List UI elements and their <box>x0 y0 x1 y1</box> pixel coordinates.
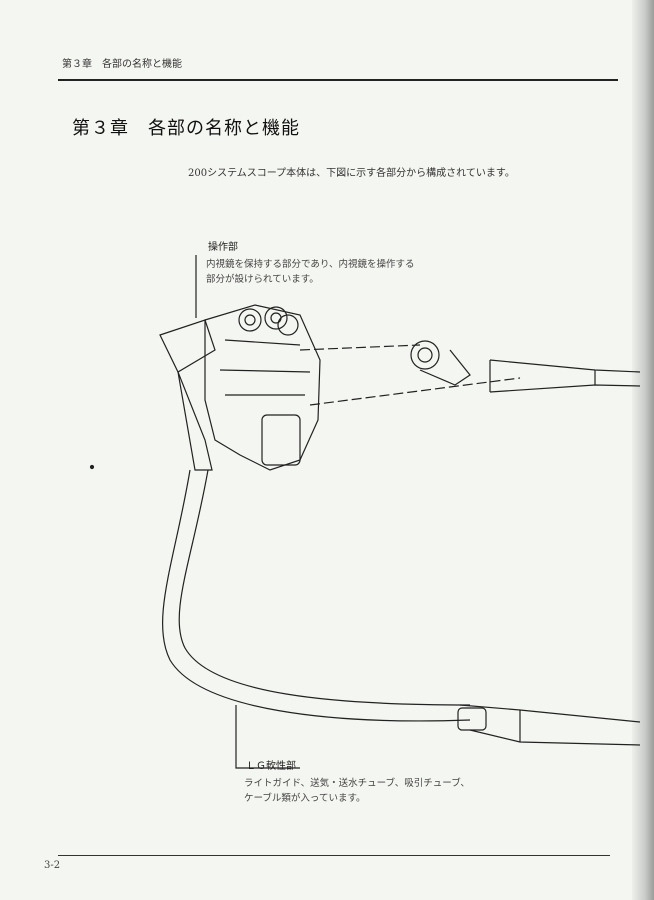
desc-line: 部分が設けられています。 <box>206 274 319 285</box>
desc-line: ケーブル類が入っています。 <box>244 793 366 804</box>
intro-text: 200システムスコープ本体は、下図に示す各部分から構成されています。 <box>188 168 515 179</box>
page-number: 3-2 <box>44 860 61 871</box>
desc-line: 内視鏡を保持する部分であり、内視鏡を操作する <box>206 259 415 270</box>
callout-desc-control-section: 内視鏡を保持する部分であり、内視鏡を操作する 部分が設けられています。 <box>206 257 415 287</box>
footer-rule <box>58 855 610 856</box>
chapter-title: 第３章 各部の名称と機能 <box>72 118 300 139</box>
page-edge-shadow <box>632 0 654 900</box>
callout-label-control-section: 操作部 <box>208 242 238 253</box>
desc-line: ライトガイド、送気・送水チューブ、吸引チューブ、 <box>244 778 470 789</box>
running-header: 第３章 各部の名称と機能 <box>62 59 182 70</box>
callout-desc-lg-flexible-section: ライトガイド、送気・送水チューブ、吸引チューブ、 ケーブル類が入っています。 <box>244 776 470 806</box>
header-rule <box>58 79 618 81</box>
callout-label-lg-flexible-section: ＬＧ軟性部 <box>246 761 296 772</box>
